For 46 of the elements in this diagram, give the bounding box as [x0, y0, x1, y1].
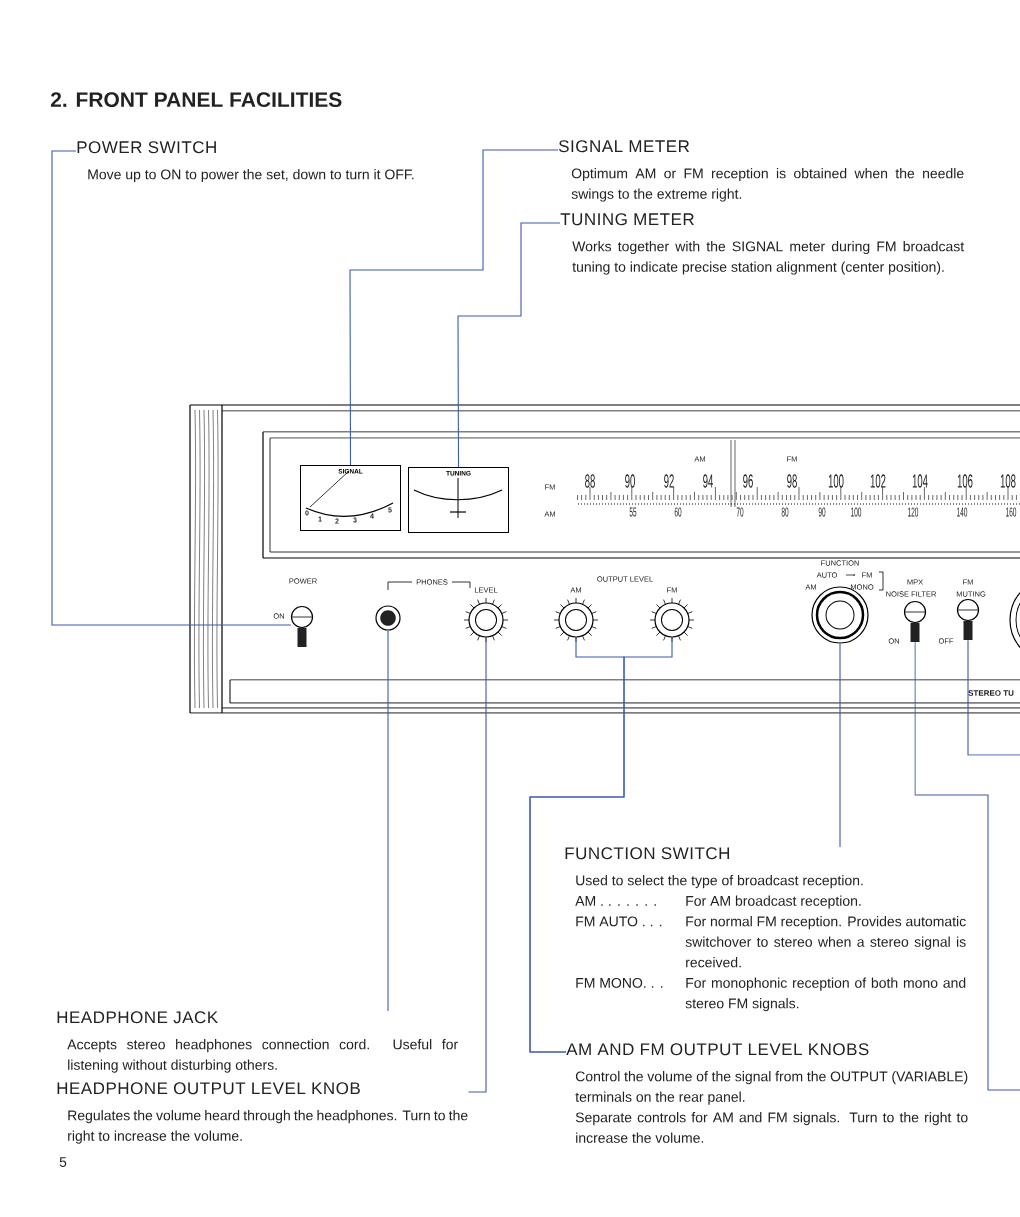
- toggle-switch: [290, 605, 314, 647]
- dial-number: 55: [629, 507, 637, 517]
- callout-text: FUNCTION SWITCH Used to select the type of broadcast reception. AM . . . . . . . For AM broadcast reception. FM AUTO . . . For normal FM reception. Provides automatic switchover to stereo when a stereo signal is received. FM MONO. . . For monophonic reception of both mono and stereo FM signals.: [565, 847, 966, 1012]
- dial-number: 100: [851, 507, 862, 517]
- callout-text: TUNING METER Works together with the SIGNAL meter during FM broadcast tuning to indicate precise station alignment (center position).: [560, 213, 965, 275]
- dial-number: 70: [736, 507, 744, 517]
- leader-line: [51, 150, 292, 626]
- callout-text: HEADPHONE JACK Accepts stereo headphones connection cord. Useful for listening without disturbing others.: [57, 1011, 458, 1073]
- knob: [553, 597, 599, 643]
- callout-text: SIGNAL METER Optimum AM or FM reception is obtained when the needle swings to the extreme right.: [559, 140, 964, 202]
- page-title: 2. FRONT PANEL FACILITIES: [50, 92, 342, 108]
- dial-number: 102: [870, 474, 886, 488]
- dial-number: 104: [912, 474, 928, 488]
- callout-text: POWER SWITCH Move up to ON to power the set, down to turn it OFF.: [77, 141, 414, 183]
- dial-number: 120: [908, 507, 919, 517]
- dial-number: 80: [781, 507, 789, 517]
- leader-line: [457, 222, 561, 468]
- leader-line: [914, 641, 1020, 1091]
- callout-text: AM AND FM OUTPUT LEVEL KNOBS Control the volume of the signal from the OUTPUT (VARIABLE) terminals on the rear panel. Separate controls for AM and FM signals. Turn to the right to increase the volume.: [566, 1043, 968, 1143]
- page-number: 5: [59, 1157, 67, 1167]
- dial-number: 88: [585, 474, 595, 488]
- dial-number: 108: [1000, 474, 1016, 488]
- toggle-switch: [903, 600, 927, 642]
- leader-line: [839, 643, 841, 848]
- dial-number: 92: [664, 474, 674, 488]
- dial-number: 98: [787, 474, 797, 488]
- dial-number: 106: [957, 474, 973, 488]
- knob: [649, 597, 695, 643]
- dial-number: 90: [818, 507, 826, 517]
- dial-number: 60: [674, 507, 682, 517]
- knob: [463, 597, 509, 643]
- dial-number: 100: [828, 474, 844, 488]
- dial-number: 94: [703, 474, 713, 488]
- callout-text: HEADPHONE OUTPUT LEVEL KNOB Regulates the volume heard through the headphones. Turn to the right to increase the volume.: [57, 1082, 468, 1144]
- leader-line: [387, 630, 389, 1012]
- panel-label: STEREO TU: [968, 690, 1014, 696]
- toggle-switch: [956, 598, 980, 640]
- leader-line: [529, 637, 673, 1053]
- leader-line: [967, 639, 1020, 756]
- dial-number: 96: [743, 474, 753, 488]
- dial-number: 140: [957, 507, 968, 517]
- leader-line: [467, 637, 487, 1093]
- leader-line: [349, 149, 559, 466]
- dial-number: 90: [625, 474, 635, 488]
- headphone-jack: [375, 605, 401, 631]
- dial-number: 160: [1006, 507, 1017, 517]
